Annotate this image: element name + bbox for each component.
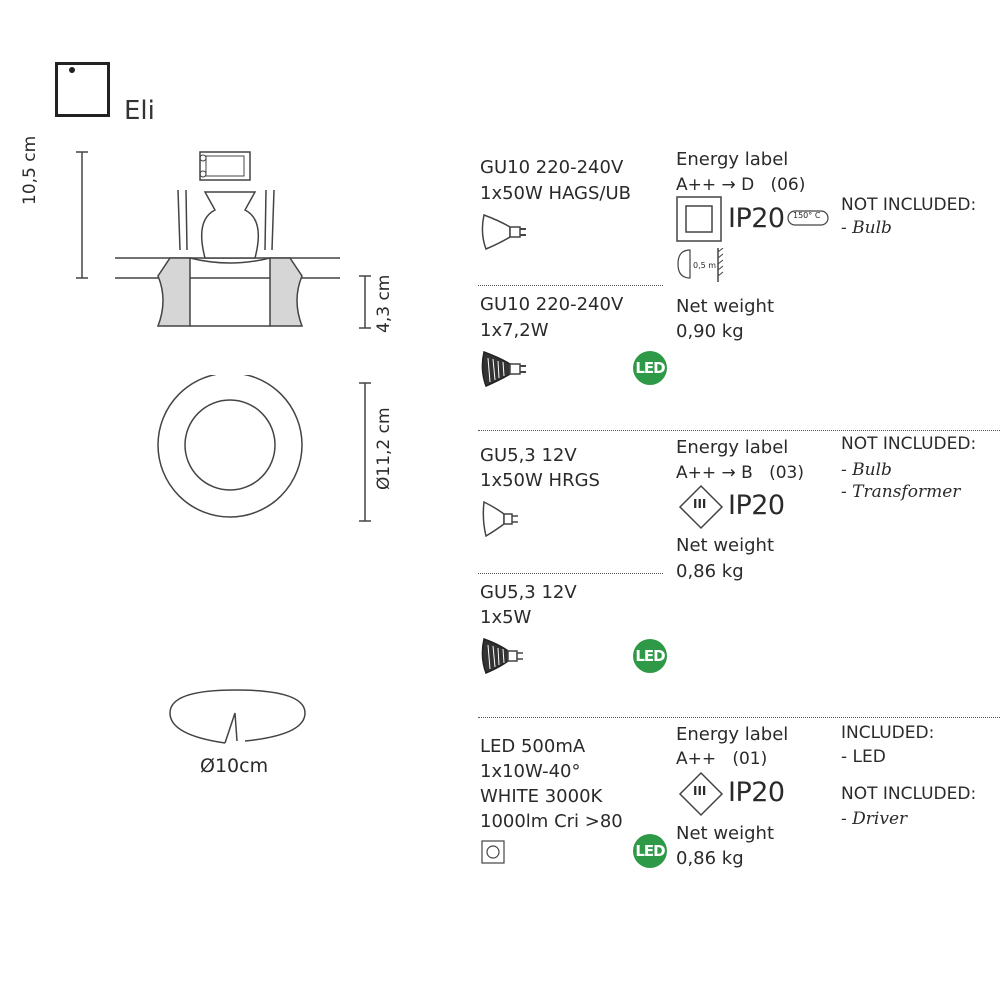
- variant-line: LED 500mA: [480, 736, 586, 757]
- variant-socket: GU10 220-240V: [480, 157, 624, 178]
- product-logo: [55, 62, 110, 117]
- height-recess-label: 4,3 cm: [374, 274, 394, 333]
- energy-range: A++ → B (03): [676, 462, 804, 485]
- variant-power: 1x7,2W: [480, 320, 549, 341]
- class-iii-diamond-icon: [678, 771, 724, 817]
- included-title: INCLUDED:: [841, 723, 935, 743]
- front-view-drawing: [157, 375, 371, 522]
- led-bulb-gu10-icon: [481, 350, 526, 387]
- variant-power: 1x5W: [480, 607, 532, 628]
- section-divider: [478, 717, 1000, 718]
- ip-rating: IP20: [728, 490, 785, 521]
- variant-power: 1x50W HAGS/UB: [480, 183, 632, 204]
- variant-line: 1000lm Cri >80: [480, 811, 623, 832]
- class-iii-diamond-icon: [678, 484, 724, 530]
- integrated-led-icon: [481, 840, 505, 864]
- divider: [478, 573, 663, 574]
- class-iii-label: III: [693, 784, 707, 798]
- energy-range-value: A++: [676, 749, 717, 769]
- energy-label-title: Energy label: [676, 149, 789, 170]
- energy-code: (01): [732, 749, 768, 769]
- side-view-drawing: [76, 151, 371, 329]
- cutout-hole-icon: [169, 689, 306, 744]
- distance-label: 0,5 m: [693, 261, 717, 270]
- energy-code: (03): [769, 463, 804, 483]
- class-iii-label: III: [693, 497, 707, 511]
- not-included-item: - Transformer: [841, 482, 961, 502]
- energy-range-value: A++ → D: [676, 175, 755, 195]
- heat-limit-label: 150° C: [793, 211, 821, 220]
- led-badge: LED: [633, 834, 667, 868]
- cutout-label: Ø10cm: [200, 755, 269, 777]
- halogen-bulb-gu53-icon: [482, 500, 518, 538]
- not-included-title: NOT INCLUDED:: [841, 434, 977, 454]
- energy-label-title: Energy label: [676, 437, 789, 458]
- not-included-item: - Bulb: [841, 460, 892, 480]
- not-included-item: - Driver: [841, 809, 908, 829]
- variant-power: 1x50W HRGS: [480, 470, 600, 491]
- ip-rating: IP20: [728, 203, 785, 234]
- divider: [478, 285, 663, 286]
- variant-socket: GU10 220-240V: [480, 294, 624, 315]
- energy-range: A++ → D (06): [676, 174, 805, 197]
- not-included-title: NOT INCLUDED:: [841, 195, 977, 215]
- not-included-title: NOT INCLUDED:: [841, 784, 977, 804]
- net-weight-value: 0,90 kg: [676, 321, 744, 342]
- variant-socket: GU5,3 12V: [480, 445, 577, 466]
- ip-rating: IP20: [728, 777, 785, 808]
- energy-range: A++ (01): [676, 748, 767, 771]
- variant-line: WHITE 3000K: [480, 786, 603, 807]
- distance-icon: [677, 248, 724, 282]
- product-name: Eli: [124, 96, 155, 126]
- energy-code: (06): [770, 175, 806, 195]
- led-badge: LED: [633, 351, 667, 385]
- height-total-label: 10,5 cm: [20, 135, 40, 205]
- net-weight-value: 0,86 kg: [676, 848, 744, 869]
- energy-label-title: Energy label: [676, 724, 789, 745]
- net-weight-label: Net weight: [676, 535, 775, 556]
- section-divider: [478, 430, 1000, 431]
- variant-socket: GU5,3 12V: [480, 582, 577, 603]
- halogen-bulb-gu10-icon: [481, 213, 526, 250]
- heat-limit-icon: [787, 210, 829, 226]
- led-badge: LED: [633, 639, 667, 673]
- variant-line: 1x10W-40°: [480, 761, 581, 782]
- net-weight-label: Net weight: [676, 296, 775, 317]
- not-included-item: - Bulb: [841, 218, 892, 238]
- diameter-outer-label: Ø11,2 cm: [374, 407, 394, 490]
- included-item: - LED: [841, 747, 886, 767]
- energy-range-value: A++ → B: [676, 463, 753, 483]
- insulation-class-icon: [676, 196, 722, 242]
- net-weight-label: Net weight: [676, 823, 775, 844]
- net-weight-value: 0,86 kg: [676, 561, 744, 582]
- led-bulb-gu53-icon: [481, 637, 523, 674]
